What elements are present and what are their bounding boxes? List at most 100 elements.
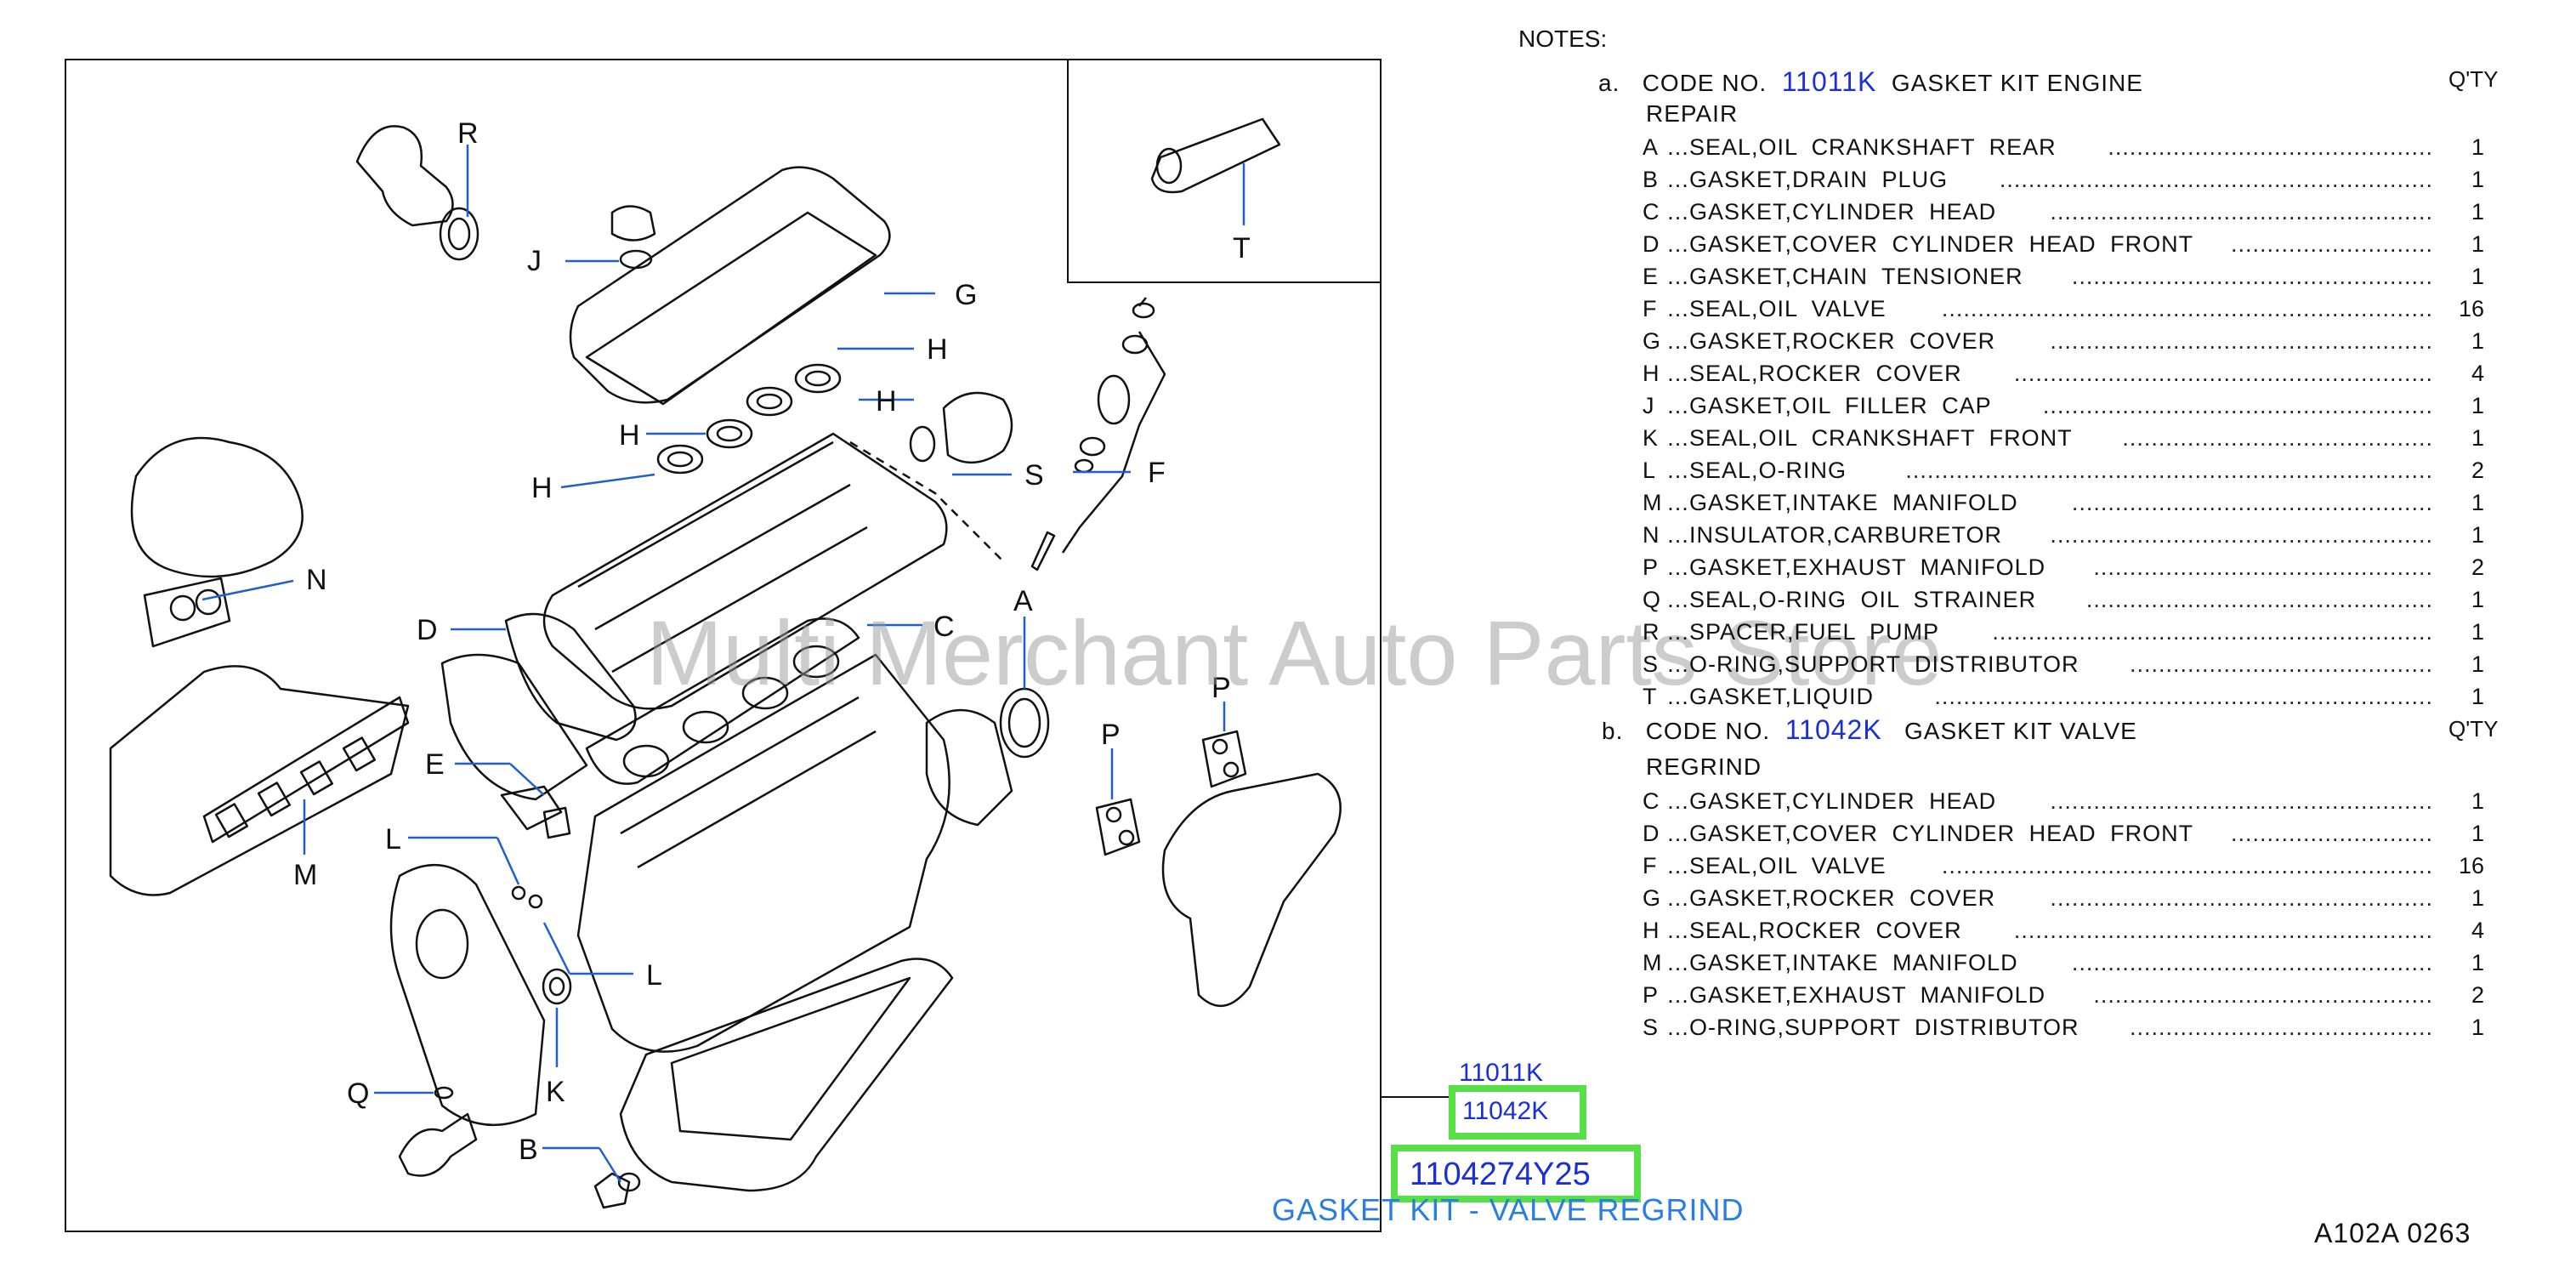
part-caption: GASKET KIT - VALVE REGRIND	[1272, 1192, 1745, 1227]
item-separator: …	[1666, 231, 1689, 257]
item-qty: 4	[2471, 918, 2484, 943]
item-qty: 16	[2458, 296, 2484, 321]
item-leader-dots: ........................................…	[2042, 393, 2433, 418]
kit-item-row: T…GASKET,LIQUID.........................…	[1643, 682, 2510, 711]
label-H-4: H	[531, 472, 553, 504]
oil-strainer-part	[398, 1112, 478, 1177]
item-letter: N	[1643, 522, 1660, 548]
item-name: GASKET,COVER CYLINDER HEAD FRONT	[1689, 231, 2194, 257]
diagram-frame	[65, 59, 1382, 1232]
inset-frame	[1067, 60, 1381, 283]
item-leader-dots: ........................................…	[2013, 918, 2433, 943]
label-T: T	[1233, 232, 1251, 264]
item-name: GASKET,COVER CYLINDER HEAD FRONT	[1689, 821, 2194, 846]
item-leader-dots: ........................................…	[2071, 264, 2433, 289]
item-leader-dots: ........................................…	[2050, 328, 2433, 354]
exhaust-manifold-part	[1161, 772, 1342, 1008]
item-letter: H	[1643, 918, 1660, 943]
item-leader-dots: ........................................…	[1999, 167, 2433, 192]
kit-item-row: P…GASKET,EXHAUST MANIFOLD...............…	[1643, 981, 2510, 1009]
item-letter: E	[1643, 264, 1659, 289]
label-D: D	[417, 614, 438, 646]
watermark: Multi Merchant Auto Parts Store	[646, 601, 1943, 704]
kit-a-code-prefix: CODE NO.	[1642, 70, 1767, 96]
item-qty: 1	[2471, 264, 2484, 289]
item-letter: S	[1643, 651, 1659, 677]
label-L-1: L	[385, 823, 401, 856]
kit-item-row: N…INSULATOR,CARBURETOR..................…	[1643, 520, 2510, 549]
diagram-label-group: R J G H H H H S F N D C A P P E M L L K …	[293, 117, 1251, 1166]
item-name: SEAL,ROCKER COVER	[1689, 361, 1962, 386]
highlight-code-valve[interactable]: 11042K	[1449, 1085, 1586, 1140]
item-name: INSULATOR,CARBURETOR	[1689, 522, 2003, 548]
item-separator: …	[1666, 982, 1689, 1008]
item-separator: …	[1666, 821, 1689, 846]
item-qty: 1	[2471, 619, 2484, 645]
kit-item-row: F…SEAL,OIL VALVE........................…	[1643, 294, 2510, 323]
item-name: GASKET,INTAKE MANIFOLD	[1689, 950, 2018, 975]
item-qty: 1	[2471, 393, 2484, 418]
kit-item-row: E…GASKET,CHAIN TENSIONER................…	[1643, 262, 2510, 291]
kit-item-row: B…GASKET,DRAIN PLUG.....................…	[1643, 165, 2510, 194]
item-qty: 2	[2471, 982, 2484, 1008]
rocker-cover-part	[569, 166, 891, 404]
kit-b-code[interactable]: 11042K	[1784, 714, 1882, 745]
callout-code-engine[interactable]: 11011K	[1459, 1059, 1543, 1087]
highlight-part-number[interactable]: 1104274Y25	[1391, 1145, 1641, 1202]
item-leader-dots: ............................	[2230, 821, 2433, 846]
oil-pan-part	[619, 958, 954, 1192]
item-separator: …	[1666, 425, 1689, 451]
item-separator: …	[1666, 167, 1689, 192]
item-name: SEAL,OIL VALVE	[1689, 296, 1887, 321]
label-A: A	[1013, 585, 1033, 617]
kit-b-qty-header: Q'TY	[2448, 716, 2499, 742]
item-qty: 1	[2471, 788, 2484, 814]
item-letter: M	[1643, 950, 1662, 975]
item-leader-dots: ........................................…	[2085, 587, 2433, 612]
item-qty: 1	[2471, 821, 2484, 846]
kit-item-row: Q…SEAL,O-RING OIL STRAINER..............…	[1643, 585, 2510, 614]
kit-item-row: D…GASKET,COVER CYLINDER HEAD FRONT......…	[1643, 230, 2510, 259]
item-qty: 1	[2471, 1015, 2484, 1040]
item-name: GASKET,ROCKER COVER	[1689, 885, 1996, 911]
item-leader-dots: ........................................…	[2071, 490, 2433, 515]
chain-tensioner-part	[500, 785, 563, 831]
kit-item-row: J…GASKET,OIL FILLER CAP.................…	[1643, 391, 2510, 420]
exhaust-gasket-part	[1095, 798, 1141, 856]
item-leader-dots: ........................................…	[2050, 199, 2433, 225]
item-qty: 1	[2471, 684, 2484, 709]
label-M: M	[293, 859, 317, 891]
kit-a-code[interactable]: 11011K	[1781, 66, 1877, 97]
item-qty: 16	[2458, 853, 2484, 878]
label-P-2: P	[1101, 719, 1121, 751]
kit-a-name-cont: REPAIR	[1646, 100, 1739, 127]
kit-item-row: D…GASKET,COVER CYLINDER HEAD FRONT......…	[1643, 819, 2510, 848]
item-leader-dots: ........................................…	[2071, 950, 2433, 975]
label-Q: Q	[347, 1077, 369, 1110]
item-letter: Q	[1643, 587, 1661, 612]
item-separator: …	[1666, 1015, 1689, 1040]
label-C: C	[933, 611, 955, 643]
kit-item-row: S…O-RING,SUPPORT DISTRIBUTOR............…	[1643, 1013, 2510, 1042]
item-name: GASKET,EXHAUST MANIFOLD	[1689, 554, 2046, 580]
item-qty: 1	[2471, 134, 2484, 160]
label-H-3: H	[619, 419, 640, 452]
label-P-1: P	[1211, 672, 1231, 704]
item-qty: 4	[2471, 361, 2484, 386]
item-letter: D	[1643, 821, 1660, 846]
item-name: GASKET,EXHAUST MANIFOLD	[1689, 982, 2046, 1008]
item-name: SEAL,ROCKER COVER	[1689, 918, 1962, 943]
item-letter: K	[1643, 425, 1659, 451]
kit-a-name: GASKET KIT ENGINE	[1891, 70, 2143, 96]
liquid-gasket-tube-part	[1150, 117, 1281, 194]
carburetor-part	[130, 436, 304, 578]
kit-a-header: a. CODE NO. 11011K GASKET KIT ENGINE	[1598, 66, 2143, 98]
item-separator: …	[1666, 522, 1689, 548]
fuel-pump-part	[355, 125, 454, 227]
item-leader-dots: ........................................…	[1941, 296, 2433, 321]
fuel-pump-spacer-part	[439, 207, 479, 261]
item-separator: …	[1666, 264, 1689, 289]
item-letter: M	[1643, 490, 1662, 515]
item-qty: 1	[2471, 522, 2484, 548]
